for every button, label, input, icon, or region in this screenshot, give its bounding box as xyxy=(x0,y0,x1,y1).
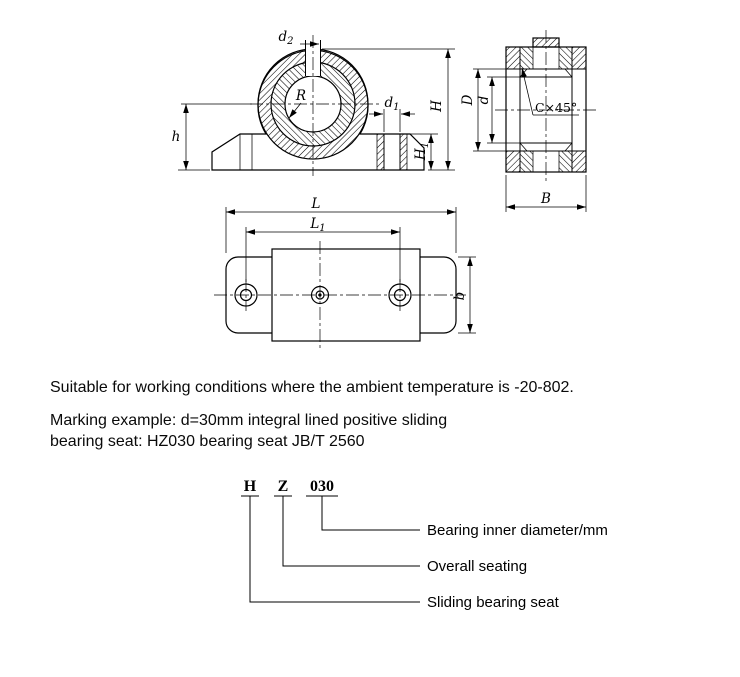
dim-label-h: h xyxy=(172,129,181,145)
dim-label-L: L xyxy=(311,196,321,212)
chamfer-note: C×45° xyxy=(535,100,577,115)
dim-label-d2: d2 xyxy=(278,29,293,47)
top-dimensions: L L1 b xyxy=(225,196,476,334)
dim-label-H: H xyxy=(429,100,445,113)
marking-example: Marking example: d=30mm integral lined p… xyxy=(50,410,690,452)
ambient-temperature-note: Suitable for working conditions where th… xyxy=(50,379,574,396)
dim-label-d1: d1 xyxy=(384,95,399,113)
designation-code-030: 030 xyxy=(310,478,334,495)
designation-code-Z: Z xyxy=(278,478,289,495)
designation-code-H: H xyxy=(244,478,257,495)
marking-example-line1: Marking example: d=30mm integral lined p… xyxy=(50,412,448,429)
designation-label-overall-seating: Overall seating xyxy=(427,558,527,575)
dim-label-L1: L1 xyxy=(309,216,325,234)
technical-drawing: d2 h R d1 H xyxy=(172,29,598,349)
dim-label-H1: H1 xyxy=(413,142,431,161)
marking-example-line2: bearing seat: HZ030 bearing seat JB/T 25… xyxy=(50,433,365,450)
designation-leaders xyxy=(249,496,420,603)
dim-label-b: b xyxy=(452,292,468,301)
side-view: C×45° D d B xyxy=(460,30,598,212)
dim-label-B: B xyxy=(540,191,551,207)
top-centerlines xyxy=(214,241,466,349)
front-view: d2 h R d1 H xyxy=(172,29,455,176)
side-section-hatch xyxy=(506,47,586,172)
bolt-hole-section xyxy=(376,134,408,170)
designation-diagram: H Z 030 Bearing inner diameter/mm Overal… xyxy=(241,478,608,611)
dim-label-R: R xyxy=(295,88,306,104)
side-centerlines xyxy=(495,30,598,181)
front-dimensions: d2 h R d1 H xyxy=(172,29,455,171)
liner-section-hatch xyxy=(271,62,355,146)
designation-label-sliding-seat: Sliding bearing seat xyxy=(427,594,560,611)
front-centerlines xyxy=(250,35,380,176)
left-foot-lines xyxy=(239,134,253,170)
designation-label-inner-diameter: Bearing inner diameter/mm xyxy=(427,522,608,539)
dim-label-D: D xyxy=(460,94,476,106)
side-dimensions: C×45° D d B xyxy=(460,67,587,212)
dim-label-d: d xyxy=(476,95,492,104)
top-view: L L1 b xyxy=(214,196,476,349)
